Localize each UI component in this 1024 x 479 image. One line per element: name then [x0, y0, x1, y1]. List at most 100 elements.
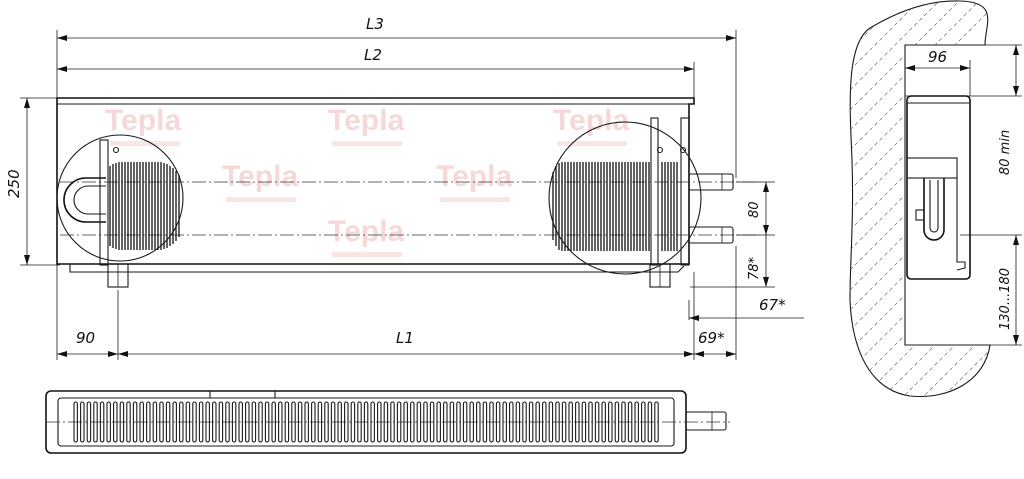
grille-slot	[396, 401, 402, 443]
grille-slot	[548, 401, 554, 443]
grille-slot	[561, 401, 567, 443]
grille-slot	[509, 401, 514, 443]
dim-depth: 96	[928, 48, 947, 66]
grille-slot	[575, 401, 580, 443]
grille-slot	[159, 401, 164, 443]
grille-slot	[555, 401, 560, 443]
dim-L2: L2	[364, 46, 382, 64]
grille-slot	[205, 401, 210, 443]
grille-slot	[231, 401, 237, 443]
grille-slot	[317, 401, 323, 443]
grille-slot	[489, 401, 494, 443]
grille-slot	[165, 401, 171, 443]
front-view: L3 L2 250	[5, 15, 804, 360]
grille-slot	[132, 401, 138, 443]
grille-slot	[377, 401, 382, 443]
grille-slot	[601, 401, 606, 443]
grille-slot	[152, 401, 158, 443]
grille-slot	[641, 401, 646, 443]
grille-slot	[383, 401, 389, 443]
grille-slot	[297, 401, 303, 443]
grille-slots	[73, 401, 659, 443]
grille-slot	[86, 401, 92, 443]
grille-slot	[647, 401, 653, 443]
grille-slot	[106, 401, 111, 443]
watermark: Tepla	[328, 104, 404, 137]
dim-left-offset: 90	[76, 329, 95, 347]
dim-top-clearance: 80 min	[998, 130, 1013, 175]
side-view: 96 80 min 130...180	[849, 0, 1022, 398]
watermark: Tepla	[328, 215, 404, 248]
dim-floor-clearance: 130...180	[998, 268, 1013, 330]
grille-slot	[185, 401, 191, 443]
watermark: Tepla	[553, 104, 629, 137]
grille-slot	[225, 401, 230, 443]
dim-right-offset: 69*	[698, 329, 725, 347]
grille-slot	[502, 401, 507, 443]
grille-slot	[542, 401, 547, 443]
grille-slot	[416, 401, 422, 443]
grille-slot	[495, 401, 501, 443]
grille-slot	[179, 401, 184, 443]
grille-slot	[119, 401, 125, 443]
watermark: Tepla	[105, 104, 181, 137]
grille-slot	[284, 401, 290, 443]
grille-slot	[363, 401, 369, 443]
grille-slot	[443, 401, 448, 443]
grille-slot	[462, 401, 468, 443]
grille-slot	[311, 401, 316, 443]
grille-slot	[410, 401, 415, 443]
grille-slot	[93, 401, 98, 443]
grille-slot	[172, 401, 177, 443]
grille-slot	[324, 401, 329, 443]
left-fin-bundle	[109, 162, 180, 250]
grille-slot	[449, 401, 455, 443]
grille-slot	[634, 401, 639, 443]
grille-slot	[469, 401, 474, 443]
grille-slot	[251, 401, 257, 443]
grille-slot	[80, 401, 85, 443]
grille-slot	[627, 401, 633, 443]
grille-slot	[429, 401, 435, 443]
grille-slot	[588, 401, 593, 443]
grille-slot	[278, 401, 283, 443]
grille-slot	[218, 401, 224, 443]
grille-slot	[568, 401, 573, 443]
dim-height: 250	[5, 169, 23, 198]
watermark: Tepla	[436, 160, 512, 193]
watermark-group: Tepla Tepla Tepla Tepla Tepla Tepla	[105, 104, 629, 257]
grille-slot	[139, 401, 144, 443]
grille-slot	[304, 401, 309, 443]
grille-slot	[515, 401, 521, 443]
dim-L3: L3	[366, 15, 384, 33]
grille-slot	[357, 401, 362, 443]
grille-slot	[113, 401, 118, 443]
grille-slot	[126, 401, 131, 443]
grille-slot	[654, 401, 659, 443]
grille-slot	[264, 401, 270, 443]
dim-pipe-end: 67*	[759, 296, 786, 314]
watermark: Tepla	[222, 160, 298, 193]
grille-slot	[330, 401, 336, 443]
grille-slot	[258, 401, 263, 443]
grille-slot	[581, 401, 587, 443]
grille-slot	[594, 401, 600, 443]
grille-slot	[403, 401, 408, 443]
grille-slot	[390, 401, 395, 443]
grille-slot	[99, 401, 105, 443]
grille-slot	[456, 401, 461, 443]
grille-slot	[482, 401, 488, 443]
grille-slot	[370, 401, 375, 443]
wall-hatch	[850, 0, 990, 397]
grille-slot	[608, 401, 613, 443]
grille-slot	[522, 401, 527, 443]
right-fin-bundle	[552, 162, 678, 251]
grille-slot	[212, 401, 217, 443]
grille-slot	[436, 401, 441, 443]
grille-slot	[423, 401, 428, 443]
grille-slot	[476, 401, 481, 443]
grille-slot	[192, 401, 197, 443]
grille-slot	[528, 401, 534, 443]
grille-slot	[245, 401, 250, 443]
